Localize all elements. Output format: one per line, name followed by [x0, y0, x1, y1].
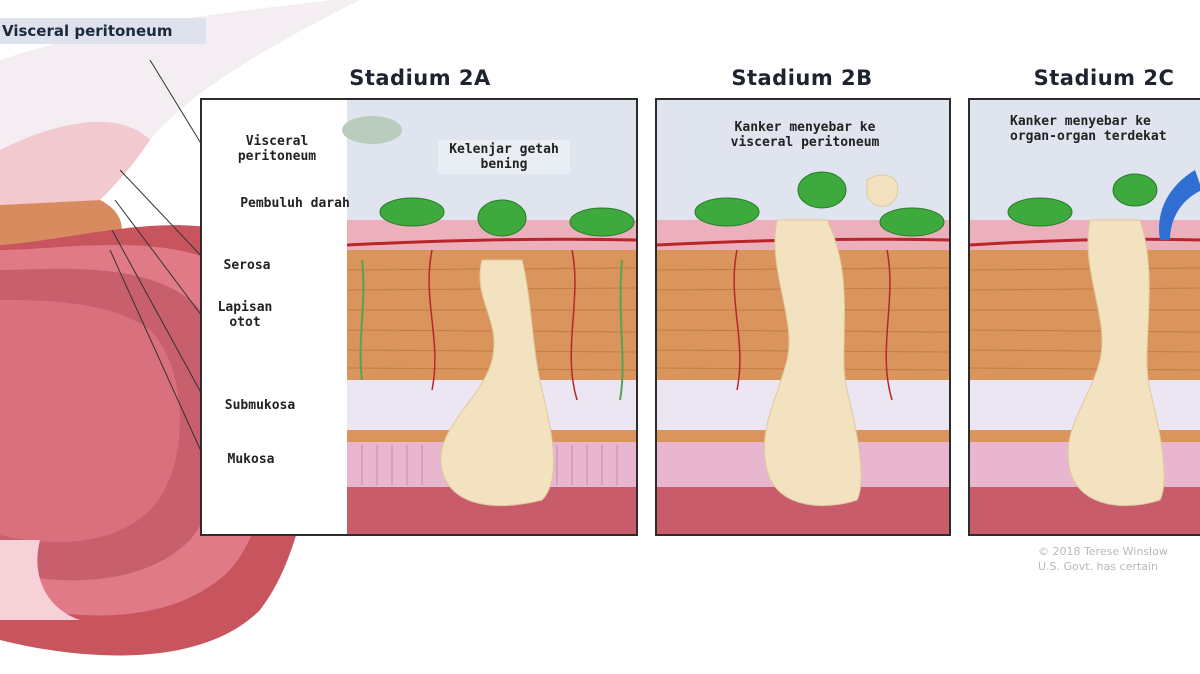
label-mukosa: Mukosa — [227, 452, 275, 467]
label-pembuluh-darah: Pembuluh darah — [240, 196, 350, 211]
stage-title-2b: Stadium 2B — [731, 66, 873, 90]
label-muscle-line1: Lapisan — [217, 300, 273, 315]
panel-stage-2a: Visceral peritoneum Pembuluh darah Seros… — [200, 98, 638, 536]
label-lymph-line1: Kelenjar getah — [449, 142, 559, 157]
credit-line1: © 2018 Terese Winslow — [1038, 545, 1168, 558]
label-muscle-line2: otot — [229, 315, 261, 330]
label-visceral-peritoneum: Visceral peritoneum — [222, 134, 332, 164]
copyright-credit: © 2018 Terese Winslow U.S. Govt. has cer… — [1038, 544, 1198, 574]
label-lapisan-otot: Lapisan otot — [210, 300, 280, 330]
stage-title-2a: Stadium 2A — [349, 66, 491, 90]
layers-2b — [657, 100, 949, 534]
legend-column — [202, 100, 342, 534]
callout-2b-line2: visceral peritoneum — [730, 135, 880, 150]
callout-2b: Kanker menyebar ke visceral peritoneum — [687, 120, 923, 150]
layers-2c — [970, 100, 1200, 534]
label-visceral-line2: peritoneum — [237, 149, 317, 164]
callout-2c-line1: Kanker menyebar ke — [1010, 114, 1151, 129]
callout-2c-line2: organ-organ terdekat — [1010, 129, 1167, 144]
credit-line2: U.S. Govt. has certain — [1038, 560, 1158, 573]
label-lymph-line2: bening — [480, 157, 528, 172]
panel-stage-2c: Kanker menyebar ke organ-organ terdekat — [968, 98, 1200, 536]
callout-2b-line1: Kanker menyebar ke — [734, 120, 876, 135]
label-serosa: Serosa — [223, 258, 271, 273]
label-kelenjar-getah-bening: Kelenjar getah bening — [438, 140, 570, 174]
callout-2c: Kanker menyebar ke organ-organ terdekat — [1010, 114, 1200, 144]
label-visceral-line1: Visceral — [245, 134, 309, 149]
visceral-peritoneum-top-label: Visceral peritoneum — [0, 18, 206, 44]
panel-stage-2b: Kanker menyebar ke visceral peritoneum — [655, 98, 951, 536]
stage-title-2c: Stadium 2C — [1033, 66, 1175, 90]
label-submukosa: Submukosa — [224, 398, 296, 413]
